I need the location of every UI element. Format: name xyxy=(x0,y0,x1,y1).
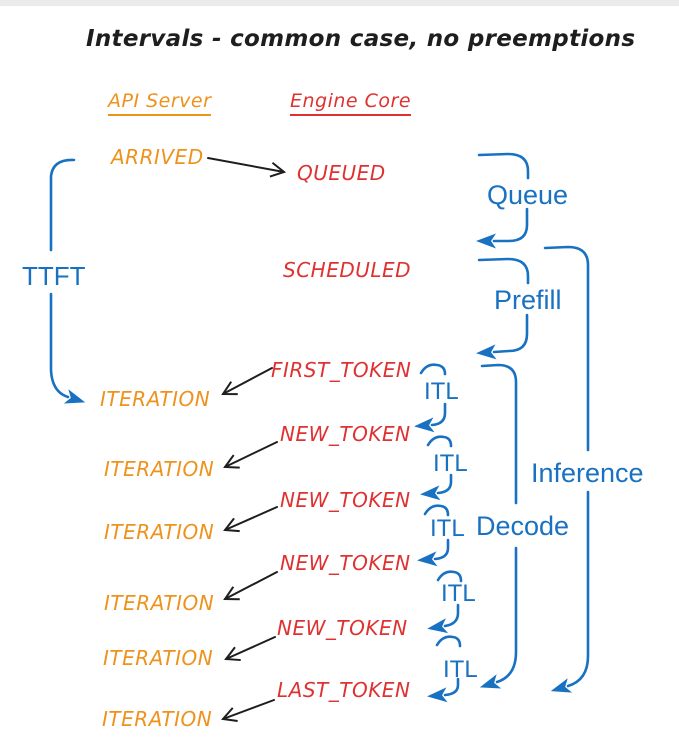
event-iteration-6: ITERATION xyxy=(102,707,213,731)
interval-label-decode: Decode xyxy=(476,511,570,541)
prefill-bracket xyxy=(476,257,530,360)
itl-arc-5 xyxy=(435,635,462,648)
event-iteration-2: ITERATION xyxy=(104,457,215,481)
first-token-to-iteration-arrow xyxy=(221,367,273,396)
new-token2-to-iteration-arrow xyxy=(223,506,278,533)
event-last-token: LAST_TOKEN xyxy=(277,678,411,702)
event-new-token-3: NEW_TOKEN xyxy=(280,551,411,575)
inference-bracket xyxy=(543,245,590,693)
interval-label-itl-2: ITL xyxy=(433,450,468,477)
itl-brackets xyxy=(414,363,463,703)
interval-label-itl-3: ITL xyxy=(430,515,465,542)
ttft-bracket xyxy=(49,158,86,404)
event-arrows xyxy=(207,157,287,723)
event-new-token-4: NEW_TOKEN xyxy=(277,616,408,640)
itl-arrow-3 xyxy=(417,538,450,567)
itl-arrow-5 xyxy=(427,677,460,703)
top-strip xyxy=(0,0,679,6)
event-iteration-3: ITERATION xyxy=(104,520,215,544)
last-token-to-iteration-arrow xyxy=(221,699,275,723)
arrived-to-queued-arrow xyxy=(207,157,287,178)
itl-arc-4 xyxy=(436,570,463,583)
itl-arc-3 xyxy=(423,504,450,517)
queue-arrow xyxy=(476,207,529,249)
event-arrived: ARRIVED xyxy=(111,145,204,169)
interval-label-prefill: Prefill xyxy=(494,285,562,315)
prefill-arrow xyxy=(476,313,529,360)
queue-bracket xyxy=(476,152,530,249)
interval-label-itl-4: ITL xyxy=(441,580,476,607)
ttft-arrow xyxy=(49,292,86,404)
new-token3-to-iteration-arrow xyxy=(223,571,278,601)
event-new-token-2: NEW_TOKEN xyxy=(280,488,411,512)
itl-arrow-2 xyxy=(420,473,453,501)
new-token4-to-iteration-arrow xyxy=(224,636,276,662)
interval-label-itl-5: ITL xyxy=(443,656,478,683)
interval-label-inference: Inference xyxy=(531,458,644,488)
event-new-token-1: NEW_TOKEN xyxy=(280,422,411,446)
interval-label-queue: Queue xyxy=(487,180,569,210)
itl-arrow-1 xyxy=(414,402,447,433)
interval-label-ttft: TTFT xyxy=(22,261,86,291)
event-first-token: FIRST_TOKEN xyxy=(271,358,412,382)
column-header-engine-core: Engine Core xyxy=(290,92,412,116)
itl-arc-1 xyxy=(419,363,447,376)
event-queued: QUEUED xyxy=(297,161,386,185)
event-iteration-1: ITERATION xyxy=(100,387,211,411)
new-token1-to-iteration-arrow xyxy=(223,441,278,469)
itl-arrow-4 xyxy=(427,603,460,634)
event-scheduled: SCHEDULED xyxy=(283,258,412,282)
interval-label-itl-1: ITL xyxy=(424,378,459,405)
event-iteration-5: ITERATION xyxy=(103,646,214,670)
column-header-api-server: API Server xyxy=(108,92,212,116)
itl-arc-2 xyxy=(426,435,453,448)
decode-bracket xyxy=(479,363,518,689)
decode-arrow xyxy=(479,546,518,689)
diagram-title: Intervals - common case, no preemptions xyxy=(86,26,636,52)
event-iteration-4: ITERATION xyxy=(104,591,215,615)
inference-arrow xyxy=(550,490,590,693)
